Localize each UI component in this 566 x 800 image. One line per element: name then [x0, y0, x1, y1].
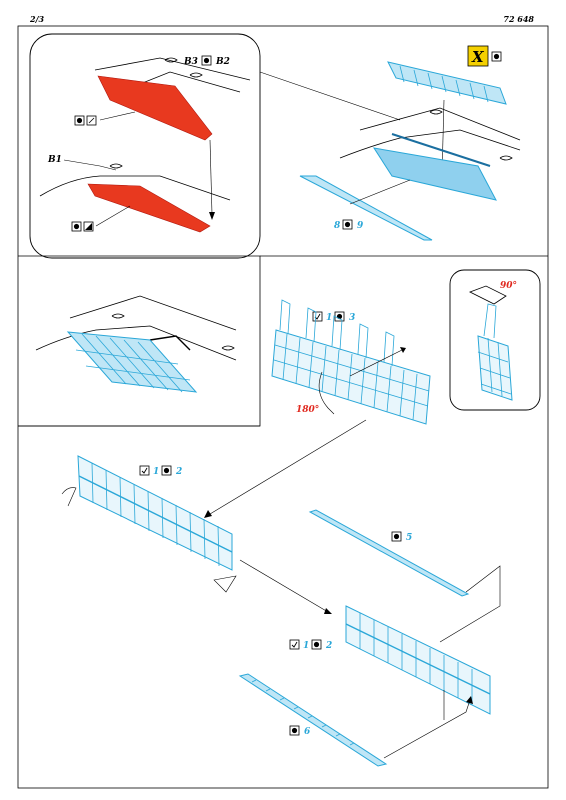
red-flap-lower [87, 183, 211, 233]
panel-bottom-grid-right: 1 2 [289, 605, 491, 720]
panel-assembled-flap [18, 255, 261, 427]
connector-line [209, 419, 367, 515]
paint-icon [289, 725, 300, 736]
label-180-degrees: 180° [296, 405, 319, 415]
label-90-degrees: 90° [500, 281, 517, 291]
paint-icon [491, 51, 502, 62]
paint-icon [311, 639, 322, 650]
paint-icon [71, 221, 82, 232]
paint-icon [391, 531, 402, 542]
label-b3: B3 [183, 57, 198, 67]
x-badge [467, 45, 489, 67]
label-8: 8 [334, 221, 341, 231]
connector-line [259, 71, 401, 121]
fold-icon [86, 115, 97, 126]
label-b2: B2 [215, 57, 230, 67]
checkmark-icon [139, 465, 150, 476]
panel-red-flaps: B3 B2 B1 [29, 33, 261, 259]
panel-bottom-grid-left: 1 2 [61, 455, 237, 593]
connector-line [239, 559, 329, 613]
paint-icon [161, 465, 172, 476]
label-2b: 2 [325, 641, 332, 651]
x-mark: X [471, 48, 485, 66]
product-code: 72 648 [503, 14, 534, 24]
checkmark-icon [289, 639, 300, 650]
label-5: 5 [406, 533, 412, 543]
label-1c: 1 [303, 641, 309, 651]
panel-rotation-inset: 90° [449, 269, 541, 411]
checkmark-icon [312, 311, 323, 322]
label-6: 6 [304, 727, 311, 737]
paint-icon [334, 311, 345, 322]
panel-flap-assembly: X 8 9 [299, 45, 521, 241]
panel-grid-part: 1 3 180° [271, 299, 431, 425]
label-1b: 1 [153, 467, 159, 477]
page-frame [17, 25, 549, 789]
label-9: 9 [357, 221, 364, 231]
strip-part-5: 5 [308, 509, 501, 643]
label-2a: 2 [175, 467, 182, 477]
label-b1: B1 [47, 155, 62, 165]
label-3: 3 [349, 313, 355, 323]
paint-icon [74, 115, 85, 126]
strip-part-6: 6 [238, 673, 473, 767]
red-flap-upper [97, 75, 213, 141]
label-1a: 1 [326, 313, 332, 323]
remove-icon [83, 221, 94, 232]
page-number: 2/3 [30, 14, 45, 24]
paint-icon [342, 219, 353, 230]
